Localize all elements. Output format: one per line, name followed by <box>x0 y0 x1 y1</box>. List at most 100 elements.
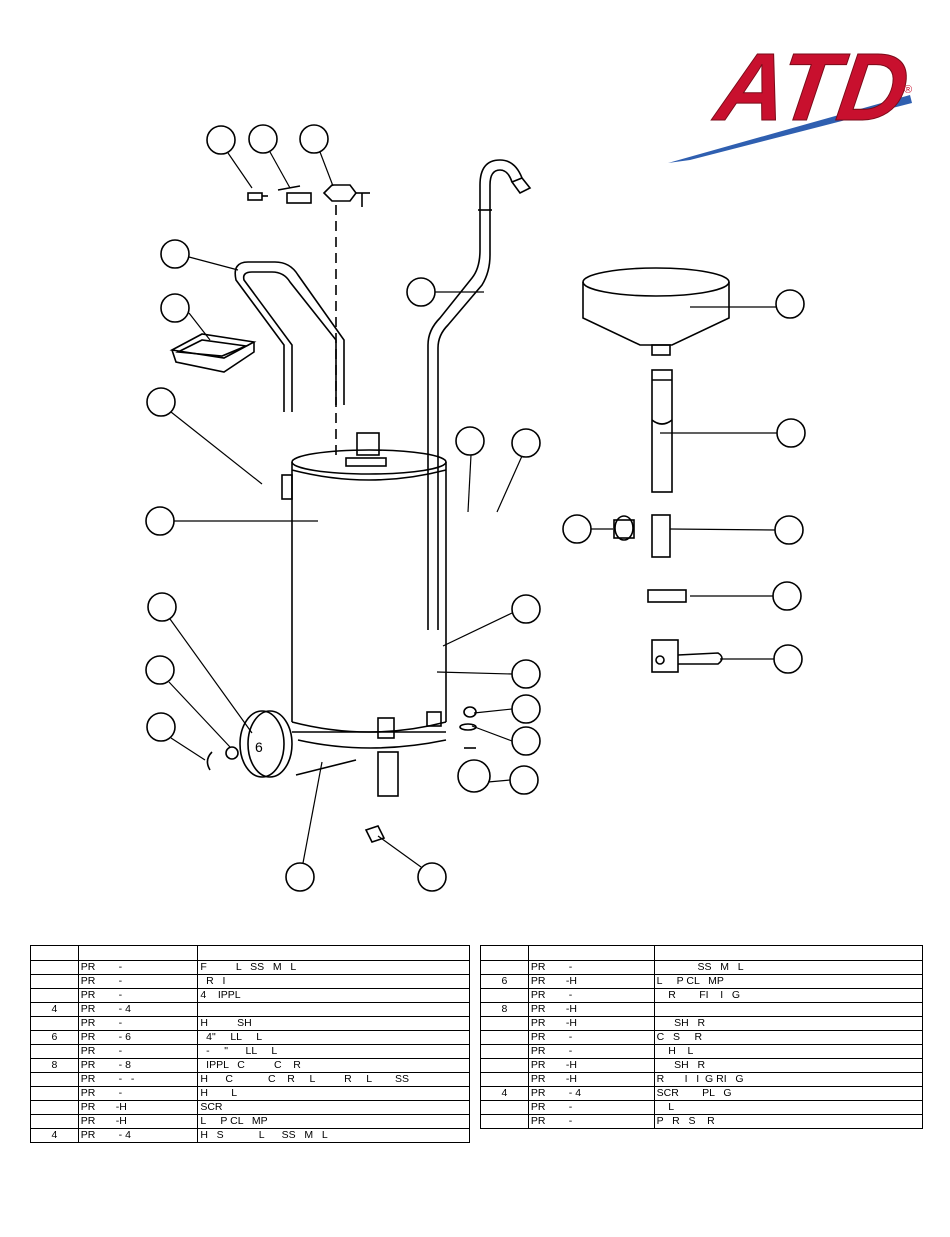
wheel-label: 6 <box>255 739 263 755</box>
part-number: PR - 4 <box>77 1128 199 1143</box>
table-row: PR - R I <box>30 974 470 989</box>
item-number <box>30 1100 79 1115</box>
drain-tray <box>169 333 257 373</box>
header-cell <box>480 945 529 961</box>
part-number: PR -H <box>77 1114 199 1129</box>
table-row: PR - R FI I G <box>480 988 924 1003</box>
part-description: L P CL MP <box>197 1114 470 1129</box>
part-number: PR - <box>527 960 655 975</box>
part-number: PR - <box>77 988 199 1003</box>
part-number: PR -H <box>527 1058 655 1073</box>
item-number: 4 <box>480 1086 529 1101</box>
part-description: R FI I G <box>653 988 924 1003</box>
part-number: PR - - <box>77 1072 199 1087</box>
item-number <box>480 1044 529 1059</box>
part-number: PR - 6 <box>77 1030 199 1045</box>
item-number <box>30 960 79 975</box>
item-number <box>30 1016 79 1031</box>
part-number: PR - <box>527 1100 655 1115</box>
table-row: PR -F L SS M L <box>30 960 470 975</box>
item-number <box>480 1030 529 1045</box>
part-description: 4 IPPL <box>197 988 470 1003</box>
part-description: L <box>653 1100 924 1115</box>
part-description: H L <box>653 1044 924 1059</box>
extension-tube <box>651 369 673 493</box>
item-number: 4 <box>30 1128 79 1143</box>
part-number: PR - <box>527 1044 655 1059</box>
exploded-parts-diagram: ATD ® <box>145 34 916 892</box>
table-row: PR -H SH R <box>480 1016 924 1031</box>
table-header-row <box>30 945 470 961</box>
item-number <box>480 960 529 975</box>
header-cell <box>527 945 655 961</box>
part-description: H L <box>197 1086 470 1101</box>
part-number: PR - <box>77 1044 199 1059</box>
item-number <box>30 1072 79 1087</box>
table-row: PR -P R S R <box>480 1114 924 1129</box>
part-description: SS M L <box>653 960 924 975</box>
part-description: C S R <box>653 1030 924 1045</box>
wheel <box>206 710 293 778</box>
top-fittings <box>247 184 370 207</box>
header-cell <box>30 945 79 961</box>
hose <box>427 159 523 630</box>
part-description: H SH <box>197 1016 470 1031</box>
item-number <box>480 1114 529 1129</box>
funnel <box>582 267 730 356</box>
table-row: PR -C S R <box>480 1030 924 1045</box>
item-number <box>480 1072 529 1087</box>
item-number: 4 <box>30 1002 79 1017</box>
table-row: PR -4 IPPL <box>30 988 470 1003</box>
part-number: PR -H <box>527 974 655 989</box>
adapter-fittings <box>613 514 723 673</box>
part-description: 4" LL L <box>197 1030 470 1045</box>
part-number: PR - <box>77 1016 199 1031</box>
logo-text: ATD <box>708 34 915 140</box>
table-row: PR - - " LL L <box>30 1044 470 1059</box>
part-number: PR -H <box>527 1016 655 1031</box>
part-description: P R S R <box>653 1114 924 1129</box>
part-description: R I I G RI G <box>653 1072 924 1087</box>
casters <box>295 706 491 843</box>
part-description: R I <box>197 974 470 989</box>
item-number <box>480 988 529 1003</box>
item-number <box>30 1114 79 1129</box>
table-row: PR -H L <box>30 1086 470 1101</box>
part-number: PR - <box>77 960 199 975</box>
part-description: H C C R L R L SS <box>197 1072 470 1087</box>
item-number: 8 <box>30 1058 79 1073</box>
item-number <box>30 1044 79 1059</box>
item-number <box>480 1058 529 1073</box>
part-description: - " LL L <box>197 1044 470 1059</box>
part-number: PR -H <box>527 1002 655 1017</box>
part-number: PR - <box>527 988 655 1003</box>
part-number: PR -H <box>77 1100 199 1115</box>
item-number <box>30 974 79 989</box>
part-number: PR - 4 <box>527 1086 655 1101</box>
item-number <box>30 988 79 1003</box>
table-row: PR - H L <box>480 1044 924 1059</box>
table-row: PR -H SH R <box>480 1058 924 1073</box>
table-row: PR - SS M L <box>480 960 924 975</box>
table-row: PR -H SH <box>30 1016 470 1031</box>
handle <box>234 261 345 412</box>
atd-logo: ATD ® <box>668 34 916 163</box>
item-number: 8 <box>480 1002 529 1017</box>
part-number: PR - <box>527 1114 655 1129</box>
leader-lines <box>168 151 777 868</box>
part-description: SCR <box>197 1100 470 1115</box>
table-row: PR - L <box>480 1100 924 1115</box>
table-header-row <box>480 945 924 961</box>
header-cell <box>653 945 924 961</box>
